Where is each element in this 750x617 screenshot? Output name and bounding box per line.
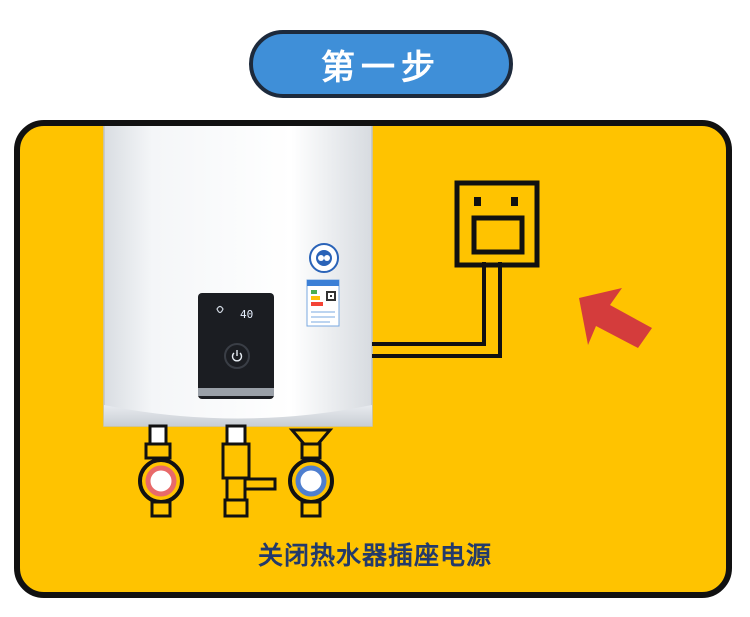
inlet-tap [221,424,277,518]
step-title-pill: 第一步 [249,30,513,98]
pointer-arrow-icon [579,288,652,348]
flame-icon [216,305,224,314]
certification-badge-icon [309,243,339,273]
heater-display-value: 40 [240,308,253,321]
cold-water-valve [288,428,334,518]
wall-socket-icon [454,180,540,268]
power-icon [231,350,243,362]
heater-control-panel: 40 [198,293,274,399]
hot-water-valve [138,424,184,518]
power-cable [372,262,502,358]
power-button-ring [224,343,250,369]
energy-label-sticker [306,279,340,327]
step-title: 第一步 [321,47,441,88]
instruction-caption: 关闭热水器插座电源 [257,541,492,570]
